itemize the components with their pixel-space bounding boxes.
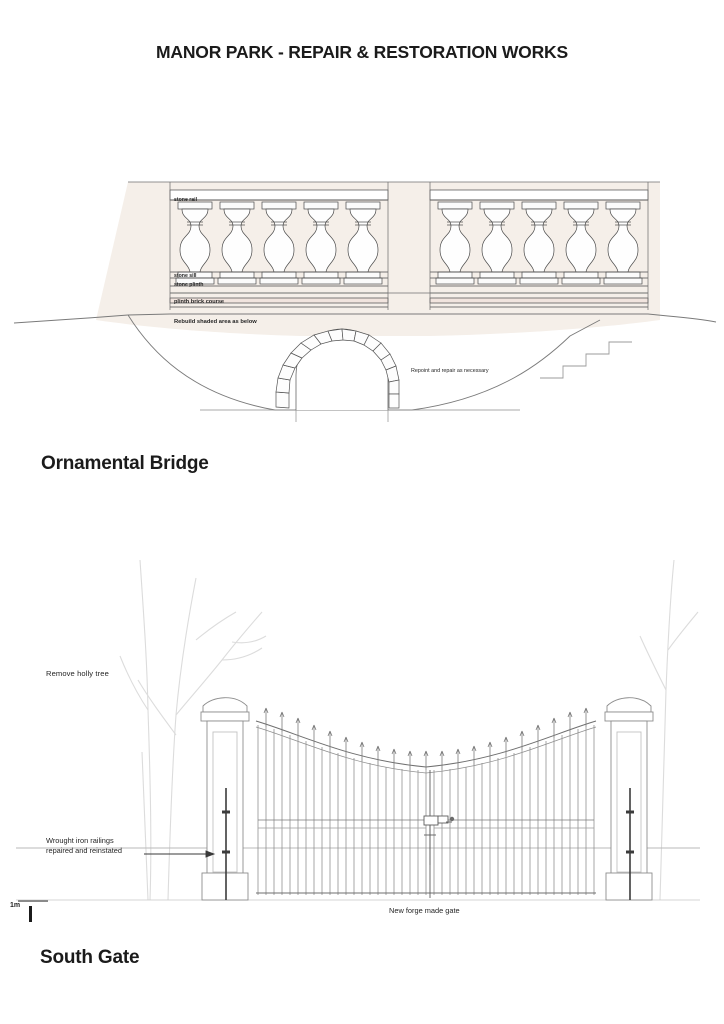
gate-pier-left — [200, 697, 250, 901]
gate-leaves — [255, 707, 597, 895]
scale-bar-rule — [18, 900, 48, 902]
bridge-arch — [275, 328, 400, 422]
south-gate-drawing: Remove holly tree Wrought iron railings … — [0, 520, 724, 925]
annotation-stone-plinth: stone plinth — [174, 282, 203, 288]
section-heading-ornamental-bridge: Ornamental Bridge — [41, 453, 209, 474]
balustrade-panel-right — [429, 182, 649, 310]
annotation-stone-sill: stone sill — [174, 273, 197, 279]
annotation-repoint-and-repair: Repoint and repair as necessary — [411, 368, 489, 374]
annotation-stone-rail: stone rail — [174, 197, 198, 203]
annotation-rebuild-shaded-area: Rebuild shaded area as below — [174, 319, 257, 325]
annotation-remove-holly-tree: Remove holly tree — [46, 669, 109, 678]
annotation-wrought-iron-line1: Wrought iron railings — [46, 836, 114, 845]
section-heading-south-gate: South Gate — [40, 947, 140, 968]
ornamental-bridge-drawing: stone rail stone sill stone plinth plint… — [0, 160, 724, 445]
balustrade-panel-left — [169, 182, 389, 310]
gate-pier-right — [604, 697, 654, 901]
bridge-annotations: stone rail stone sill stone plinth plint… — [174, 197, 489, 374]
page-title: MANOR PARK - REPAIR & RESTORATION WORKS — [156, 42, 568, 62]
annotation-wrought-iron-line2: repaired and reinstated — [46, 846, 122, 855]
holly-tree-right-branch — [639, 559, 699, 901]
railing-post-collars — [222, 810, 634, 854]
bridge-deck-lines — [128, 181, 660, 294]
scale-bar-label: 1m — [10, 902, 21, 909]
annotation-leader-line — [144, 850, 216, 858]
wrought-iron-railing-posts — [225, 788, 631, 900]
bank-steps — [540, 341, 632, 379]
gate-latch — [423, 770, 455, 898]
scale-bar-tick — [29, 906, 32, 922]
annotation-plinth-brick-course: plinth brick course — [174, 299, 224, 305]
annotation-new-forge-made-gate: New forge made gate — [389, 906, 460, 915]
gate-annotations: Remove holly tree Wrought iron railings … — [46, 669, 460, 915]
holly-tree-outline — [119, 559, 267, 901]
